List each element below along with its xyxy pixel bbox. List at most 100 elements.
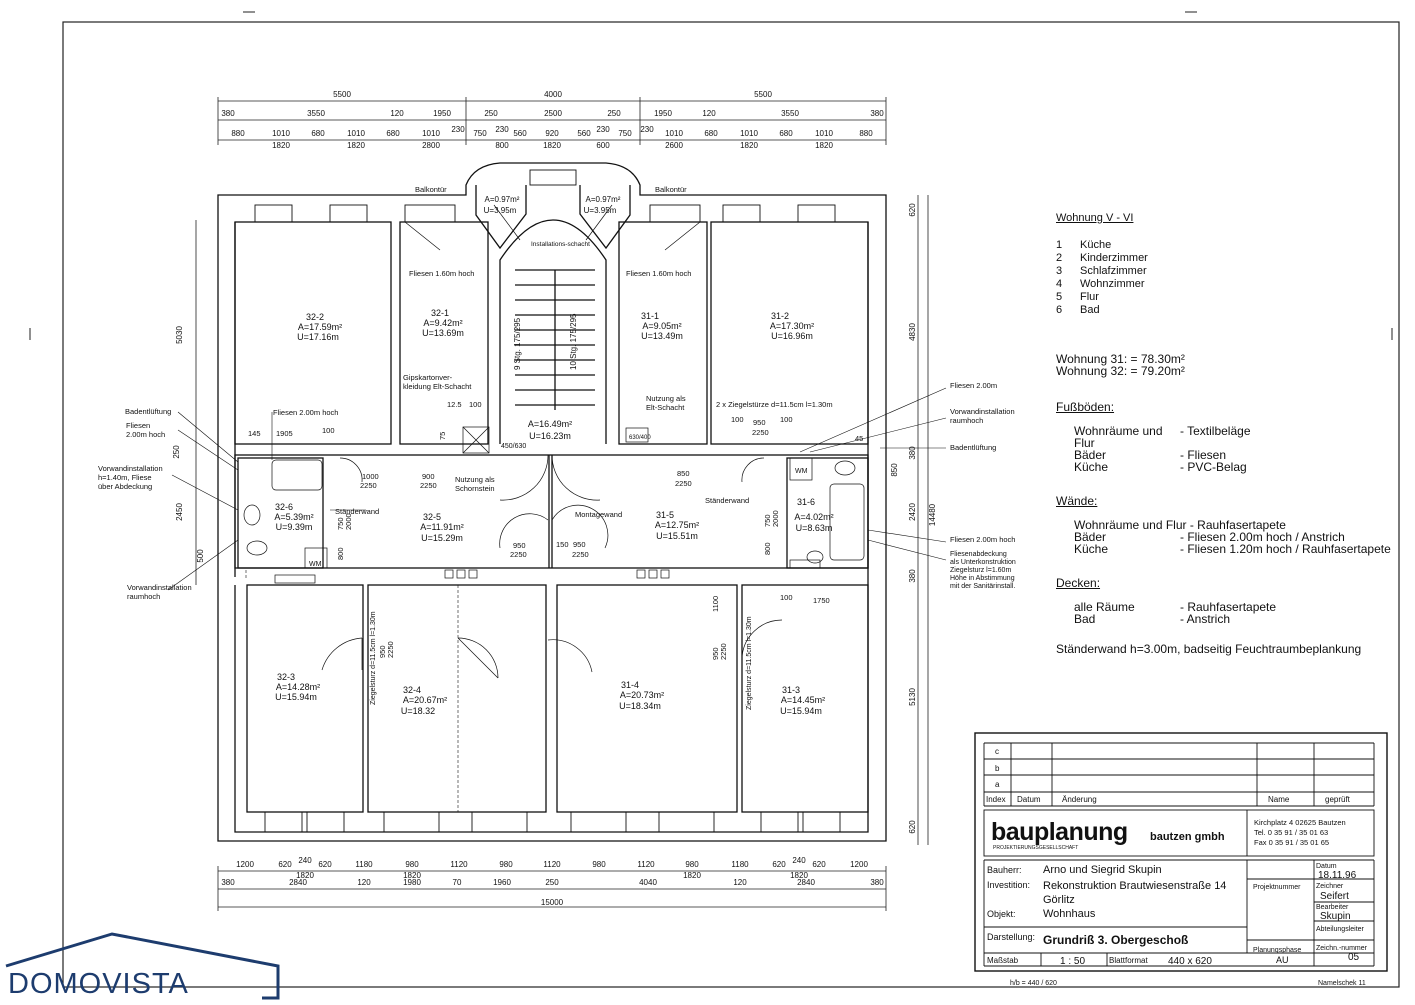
dim: 380 <box>870 109 884 118</box>
list-item: Bad- Anstrich <box>1074 612 1231 626</box>
room-id: 31-2 <box>771 311 789 321</box>
label-zsturz-right: Ziegelsturz d=11.5cm l=1.30m <box>746 616 753 710</box>
dim: 2420 <box>908 503 917 521</box>
room-perimeter: U=15.51m <box>656 531 698 541</box>
dim: 680 <box>386 129 400 138</box>
dim: 150 <box>556 540 569 549</box>
legend-area-31: Wohnung 31: = 78.30m² <box>1056 352 1185 366</box>
dim: 3550 <box>781 109 799 118</box>
rev-c: c <box>995 747 999 756</box>
dim: 1200 <box>236 860 254 869</box>
dim: 2450 <box>175 503 184 521</box>
legend-title: Wohnung V - VI <box>1056 212 1134 224</box>
label-planungsphase: Planungsphase <box>1253 947 1301 954</box>
brand-name: DOMOVISTA <box>8 968 189 1000</box>
dim: 500 <box>196 549 205 563</box>
label-fe-2: als Unterkonstruktion <box>950 559 1016 566</box>
dim: 980 <box>685 860 699 869</box>
legend-decken-title: Decken: <box>1056 576 1101 590</box>
dim: 1820 <box>272 141 290 150</box>
label-fliesen-160-right: Fliesen 1.60m hoch <box>626 269 691 278</box>
dim: 5030 <box>175 326 184 344</box>
dim: 1820 <box>815 141 833 150</box>
dim: 1960 <box>493 878 511 887</box>
room-area: A=14.28m² <box>276 682 320 692</box>
dim-total-width: 15000 <box>541 898 564 907</box>
room-area: A=16.49m² <box>528 419 572 429</box>
room-area: A=0.97m² <box>485 195 520 204</box>
dim: 1905 <box>276 429 293 438</box>
th-aenderung: Änderung <box>1062 795 1097 804</box>
label-stair-2: 10 Stg. 175/295 <box>569 313 578 370</box>
dim: 250 <box>484 109 498 118</box>
title-block <box>974 732 1388 972</box>
dim: 620 <box>908 820 917 834</box>
dim: 380 <box>908 446 917 460</box>
dim: 1010 <box>665 129 683 138</box>
room-area: A=4.02m² <box>794 512 833 522</box>
dim: 380 <box>870 878 884 887</box>
dim: 230 <box>451 125 465 134</box>
fixtures <box>243 426 865 584</box>
dim: 1010 <box>422 129 440 138</box>
dim: 120 <box>702 109 716 118</box>
label-vorwand3-1: Vorwandinstallation <box>950 407 1015 416</box>
room-31-1: 31-1 A=9.05m² U=13.49m <box>641 311 683 341</box>
dim: 5130 <box>908 688 917 706</box>
dim: 2250 <box>420 481 437 490</box>
room-id: 31-4 <box>621 680 639 690</box>
room-area: A=20.73m² <box>620 690 664 700</box>
dim: 1180 <box>355 860 373 869</box>
th-geprueft: geprüft <box>1325 795 1351 804</box>
value-bearbeiter: Skupin <box>1320 911 1351 922</box>
dim: 560 <box>577 129 591 138</box>
room-perimeter: U=18.32 <box>401 706 435 716</box>
dim: 620 <box>812 860 826 869</box>
dim: 3550 <box>307 109 325 118</box>
label-gips-2: kleidung Elt-Schacht <box>403 382 472 391</box>
room-area: A=9.42m² <box>423 318 462 328</box>
dim: 4040 <box>639 878 657 887</box>
dim: 1820 <box>683 871 701 880</box>
room-perimeter: U=17.16m <box>297 332 339 342</box>
dim: 800 <box>763 542 772 555</box>
dim: 2000 <box>771 510 780 527</box>
label-balkontuer-left: Balkontür <box>415 185 447 194</box>
label-nutzung-elt-1: Nutzung als <box>646 394 686 403</box>
room-area: A=0.97m² <box>586 195 621 204</box>
room-perimeter: U=9.39m <box>276 522 313 532</box>
dim: 680 <box>311 129 325 138</box>
dim: 920 <box>545 129 559 138</box>
dim: 560 <box>513 129 527 138</box>
label-elt-box: 630/400 <box>629 435 651 441</box>
label-fliesen-200-left: Fliesen 2.00m hoch <box>273 408 338 417</box>
dim: 120 <box>733 878 747 887</box>
room-area: A=11.91m² <box>420 522 464 532</box>
dim: 880 <box>231 129 245 138</box>
dim: 145 <box>248 429 261 438</box>
room-area: A=14.45m² <box>781 695 825 705</box>
dim: 250 <box>172 445 181 459</box>
dim: 380 <box>221 878 235 887</box>
label-objekt: Objekt: <box>987 909 1016 919</box>
dim: 950 <box>378 645 387 658</box>
room-id: 32-5 <box>423 512 441 522</box>
dim: 45 <box>855 434 863 443</box>
leader-lines <box>167 387 947 591</box>
room-shaft-left: A=0.97m² U=3.95m <box>484 195 520 215</box>
room-32-3: 32-3 A=14.28m² U=15.94m <box>275 672 320 702</box>
company-name-2: bautzen gmbh <box>1150 831 1225 843</box>
room-perimeter: U=13.69m <box>422 328 464 338</box>
room-perimeter: U=18.34m <box>619 701 661 711</box>
dim: 900 <box>422 472 435 481</box>
label-schacht: 450/630 <box>501 443 526 450</box>
label-fe-1: Fliesenabdeckung <box>950 551 1007 558</box>
dim: 240 <box>298 856 312 865</box>
dim: 2800 <box>422 141 440 150</box>
legend-waende-title: Wände: <box>1056 494 1098 508</box>
dim-top-2: 4000 <box>544 90 562 99</box>
